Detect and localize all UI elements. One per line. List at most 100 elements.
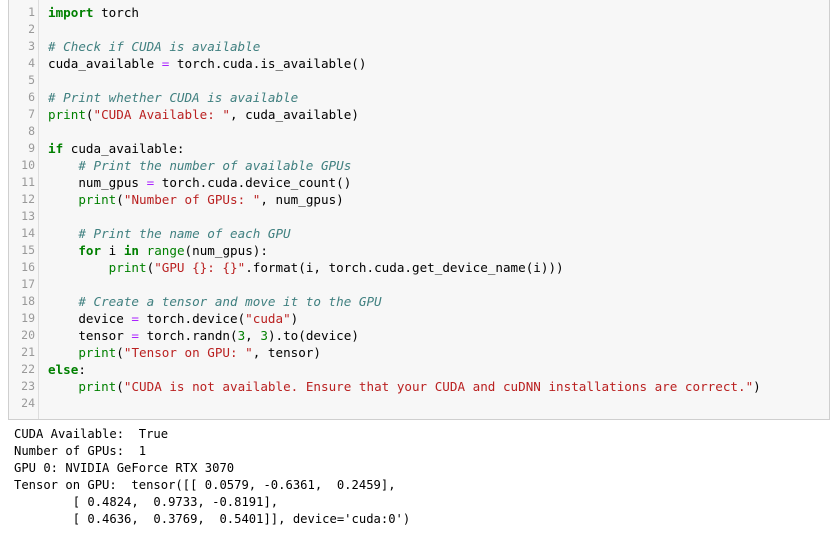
code-text[interactable]: # Check if CUDA is available: [48, 38, 260, 55]
line-number-gutter: [9, 0, 39, 419]
code-token: ).to(device): [267, 328, 359, 343]
code-token: (: [85, 107, 94, 122]
code-line[interactable]: 14 # Print the name of each GPU: [9, 225, 829, 242]
code-line[interactable]: 23 print("CUDA is not available. Ensure …: [9, 378, 829, 395]
code-token: (: [116, 379, 124, 394]
code-token: [48, 226, 78, 241]
code-line[interactable]: 16 print("GPU {}: {}".format(i, torch.cu…: [9, 259, 829, 276]
code-text[interactable]: print("CUDA is not available. Ensure tha…: [48, 378, 760, 395]
code-token: torch.cuda.is_available(): [169, 56, 367, 71]
code-token: "cuda": [245, 311, 291, 326]
code-token: # Print the name of each GPU: [78, 226, 291, 241]
output-line: GPU 0: NVIDIA GeForce RTX 3070: [14, 461, 235, 475]
code-token: range: [146, 243, 185, 258]
code-text[interactable]: # Create a tensor and move it to the GPU: [48, 293, 382, 310]
code-text[interactable]: else:: [48, 361, 86, 378]
code-token: cuda_available: [48, 56, 162, 71]
line-number: 10: [21, 158, 35, 172]
code-text[interactable]: # Print the number of available GPUs: [48, 157, 351, 174]
code-token: 3: [237, 328, 246, 343]
line-number: 12: [21, 192, 35, 206]
code-line[interactable]: 6 # Print whether CUDA is available: [9, 89, 829, 106]
line-number: 17: [21, 277, 35, 291]
code-token: =: [146, 175, 155, 190]
code-line[interactable]: 17: [9, 276, 829, 293]
code-token: [48, 345, 78, 360]
code-line[interactable]: 24: [9, 395, 829, 412]
code-line[interactable]: 13: [9, 208, 829, 225]
code-line[interactable]: 20 tensor = torch.randn(3, 3).to(device): [9, 327, 829, 344]
code-token: num_gpus: [48, 175, 147, 190]
output-line: [ 0.4824, 0.9733, -0.8191],: [14, 495, 279, 509]
code-token: print: [78, 345, 117, 360]
code-token: "CUDA Available: ": [93, 107, 230, 122]
code-text[interactable]: if cuda_available:: [48, 140, 185, 157]
code-line[interactable]: 3# Check if CUDA is available: [9, 38, 829, 55]
code-token: , num_gpus): [260, 192, 344, 207]
code-line[interactable]: 10 # Print the number of available GPUs: [9, 157, 829, 174]
code-token: torch.cuda.device_count(): [154, 175, 352, 190]
code-line[interactable]: 15 for i in range(num_gpus):: [9, 242, 829, 259]
code-line[interactable]: 4 cuda_available = torch.cuda.is_availabl…: [9, 55, 829, 72]
code-token: torch.randn(: [139, 328, 238, 343]
code-line[interactable]: 22 else:: [9, 361, 829, 378]
code-text[interactable]: print("Number of GPUs: ", num_gpus): [48, 191, 344, 208]
code-text[interactable]: print("CUDA Available: ", cuda_available…: [48, 106, 359, 123]
code-line[interactable]: 2: [9, 21, 829, 38]
code-text[interactable]: device = torch.device("cuda"): [48, 310, 298, 327]
code-token: "CUDA is not available. Ensure that your…: [123, 379, 754, 394]
output-line: Tensor on GPU: tensor([[ 0.0579, -0.6361…: [14, 478, 396, 492]
line-number: 14: [21, 226, 35, 240]
line-number: 19: [21, 311, 35, 325]
line-number: 15: [21, 243, 35, 257]
code-token: (: [146, 260, 155, 275]
code-text[interactable]: # Print the name of each GPU: [48, 225, 291, 242]
code-token: torch.device(: [139, 311, 246, 326]
code-text[interactable]: # Print whether CUDA is available: [48, 89, 298, 106]
code-token: "GPU {}: {}": [154, 260, 246, 275]
code-token: =: [131, 311, 139, 326]
code-token: (: [116, 192, 124, 207]
code-token: [48, 379, 78, 394]
output-line: [ 0.4636, 0.3769, 0.5401]], device='cuda…: [14, 512, 411, 526]
line-number: 13: [21, 209, 35, 223]
code-token: print: [78, 379, 117, 394]
code-token: [48, 158, 78, 173]
code-token: (num_gpus):: [184, 243, 268, 258]
line-number: 21: [21, 345, 35, 359]
code-text[interactable]: cuda_available = torch.cuda.is_available…: [48, 55, 366, 72]
code-line[interactable]: 11 num_gpus = torch.cuda.device_count(): [9, 174, 829, 191]
code-token: # Check if CUDA is available: [48, 39, 261, 54]
code-token: =: [131, 328, 139, 343]
code-line[interactable]: 5: [9, 72, 829, 89]
code-token: [48, 192, 78, 207]
code-line[interactable]: 19 device = torch.device("cuda"): [9, 310, 829, 327]
line-number: 4: [28, 56, 35, 70]
code-token: # Create a tensor and move it to the GPU: [78, 294, 382, 309]
code-token: ): [290, 311, 299, 326]
code-line[interactable]: 21 print("Tensor on GPU: ", tensor): [9, 344, 829, 361]
line-number: 24: [21, 396, 35, 410]
code-token: if: [48, 141, 64, 156]
code-token: # Print the number of available GPUs: [78, 158, 352, 173]
code-text[interactable]: num_gpus = torch.cuda.device_count(): [48, 174, 351, 191]
code-token: cuda_available:: [63, 141, 185, 156]
code-text[interactable]: for i in range(num_gpus):: [48, 242, 268, 259]
line-number: 22: [21, 362, 35, 376]
line-number: 8: [28, 124, 35, 138]
line-number: 6: [28, 90, 35, 104]
code-text[interactable]: tensor = torch.randn(3, 3).to(device): [48, 327, 359, 344]
code-text[interactable]: print("GPU {}: {}".format(i, torch.cuda.…: [48, 259, 564, 276]
output-line: Number of GPUs: 1: [14, 444, 147, 458]
code-text[interactable]: import torch: [48, 4, 139, 21]
code-line[interactable]: 8: [9, 123, 829, 140]
code-line[interactable]: 12 print("Number of GPUs: ", num_gpus): [9, 191, 829, 208]
code-line[interactable]: 18 # Create a tensor and move it to the …: [9, 293, 829, 310]
code-text[interactable]: print("Tensor on GPU: ", tensor): [48, 344, 321, 361]
code-token: print: [78, 192, 117, 207]
